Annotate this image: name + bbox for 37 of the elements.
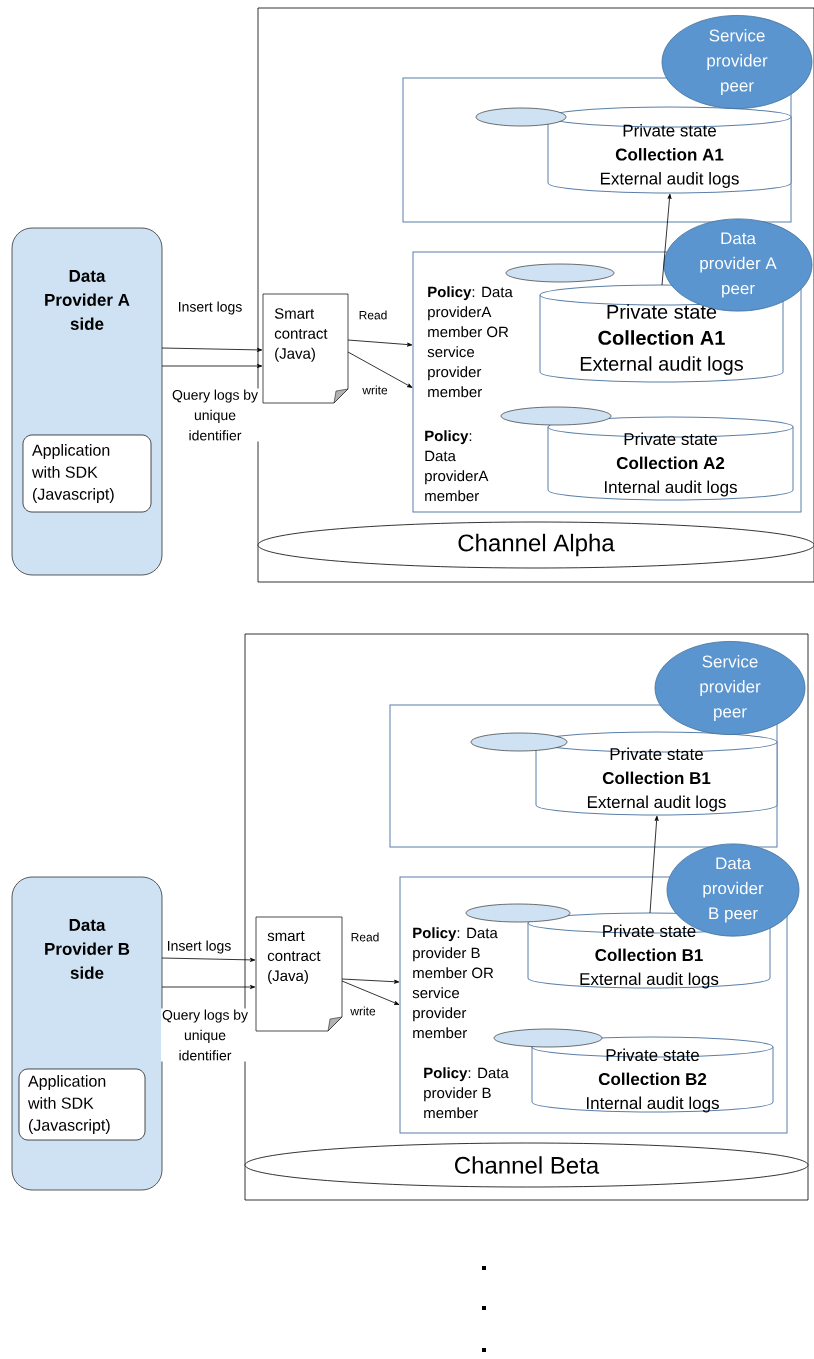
arrow <box>347 351 413 388</box>
database-badge <box>505 263 615 283</box>
edge-label: write <box>349 1005 377 1017</box>
policy-text: Policy: Data provider B member <box>424 1067 509 1119</box>
arrow <box>161 347 263 352</box>
database-cylinder: Private state Collection A2 Internal audit logs <box>547 416 794 501</box>
database-badge <box>465 903 571 923</box>
node-label: Channel Beta <box>455 1156 600 1174</box>
edge-label: write <box>361 384 389 396</box>
edge-label: Insert logs <box>165 939 233 955</box>
database-badge <box>470 732 568 752</box>
edge-label: Query logs by unique identifier <box>171 388 259 442</box>
edge-label: Query logs by unique identifier <box>161 1008 249 1062</box>
arrow <box>649 815 659 914</box>
policy-text: Policy: Data providerA member <box>425 430 489 502</box>
database-badge <box>500 406 612 426</box>
database-badge <box>475 107 567 127</box>
arrow <box>341 978 400 984</box>
arrow <box>347 339 413 347</box>
arrow <box>341 980 400 1005</box>
application-box: Application with SDK (Javascript) <box>18 1068 146 1141</box>
database-cylinder: Private state Collection B2 Internal audit logs <box>531 1036 774 1113</box>
database-cylinder: Private state Collection B1 External audit logs <box>535 731 778 816</box>
edge-label: Insert logs <box>176 300 244 316</box>
arrow <box>161 957 256 962</box>
edge-label: Read <box>357 309 389 321</box>
application-box: Application with SDK (Javascript) <box>22 434 152 513</box>
node-label: Channel Alpha <box>458 533 615 557</box>
arrow <box>161 364 263 368</box>
edge-label: Read <box>349 931 381 943</box>
policy-text: Policy: Data providerA member OR service provider member <box>427 286 513 398</box>
database-badge <box>493 1028 603 1048</box>
channel-frame <box>257 7 814 583</box>
arrow <box>161 985 256 989</box>
arrow <box>661 193 672 286</box>
database-cylinder: Private state Collection A1 External audit logs <box>547 106 792 194</box>
policy-text: Policy: Data provider B member OR service provider member <box>412 927 498 1039</box>
